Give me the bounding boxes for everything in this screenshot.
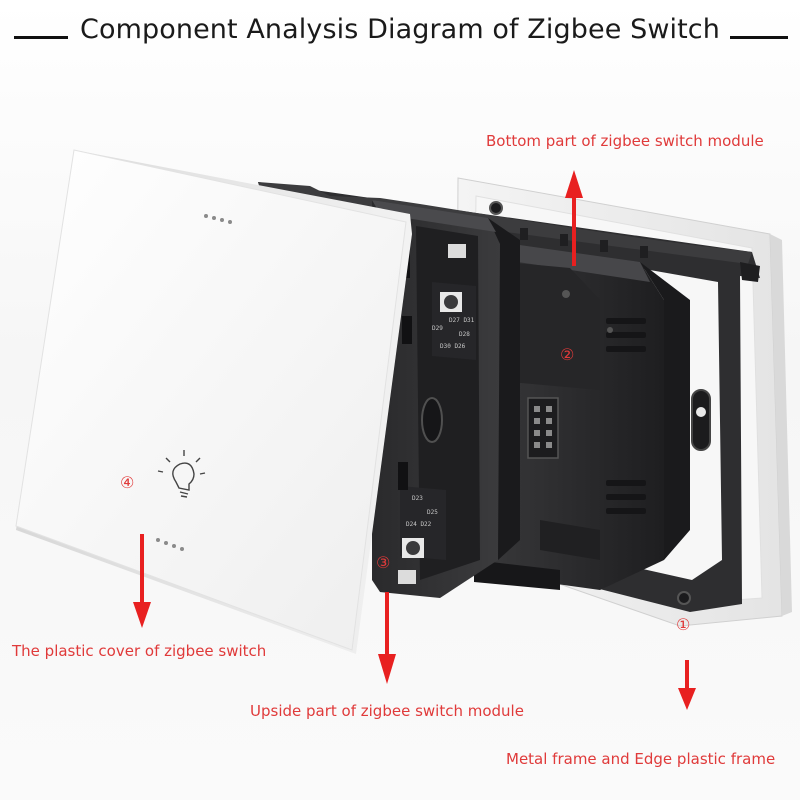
arrow-upside-module (378, 592, 396, 684)
indicator-dots-bottom (156, 538, 184, 551)
arrow-bottom-module (565, 170, 583, 266)
title-bar: Component Analysis Diagram of Zigbee Swi… (0, 14, 800, 54)
diagram-title: Component Analysis Diagram of Zigbee Swi… (80, 14, 720, 45)
pcb-label-bottom-c: D24 D22 (406, 521, 432, 528)
pcb-label-bottom-a: D23 (412, 495, 423, 502)
pcb-label-top-d: D30 D26 (440, 343, 466, 350)
label-plastic-cover: The plastic cover of zigbee switch (12, 642, 267, 660)
indicator-dots-top (204, 214, 232, 224)
label-bottom-module: Bottom part of zigbee switch module (486, 132, 764, 150)
upside-switch-module: D27 D31 D29 D28 D30 D26 D23 D25 D24 D22 (372, 200, 520, 598)
pcb-label-top-a: D27 D31 (449, 317, 475, 324)
label-upside-module: Upside part of zigbee switch module (250, 702, 524, 720)
arrow-metal-frame (678, 660, 696, 710)
top-pcb-board: D27 D31 D29 D28 D30 D26 (432, 244, 476, 360)
title-rule-left (14, 36, 68, 39)
marker-1: ① (676, 615, 690, 634)
pcb-label-top-b: D29 (432, 325, 443, 332)
title-rule-right (730, 36, 788, 39)
bottom-pcb-board: D23 D25 D24 D22 (398, 486, 446, 584)
marker-4: ④ (120, 473, 134, 492)
marker-2: ② (560, 345, 574, 364)
light-bulb-icon (157, 450, 206, 498)
label-metal-frame: Metal frame and Edge plastic frame (506, 750, 776, 768)
arrow-plastic-cover (133, 534, 151, 628)
pcb-label-top-c: D28 (459, 331, 470, 338)
pcb-label-bottom-b: D25 (427, 509, 438, 516)
plastic-cover (15, 149, 412, 654)
marker-3: ③ (376, 553, 390, 572)
